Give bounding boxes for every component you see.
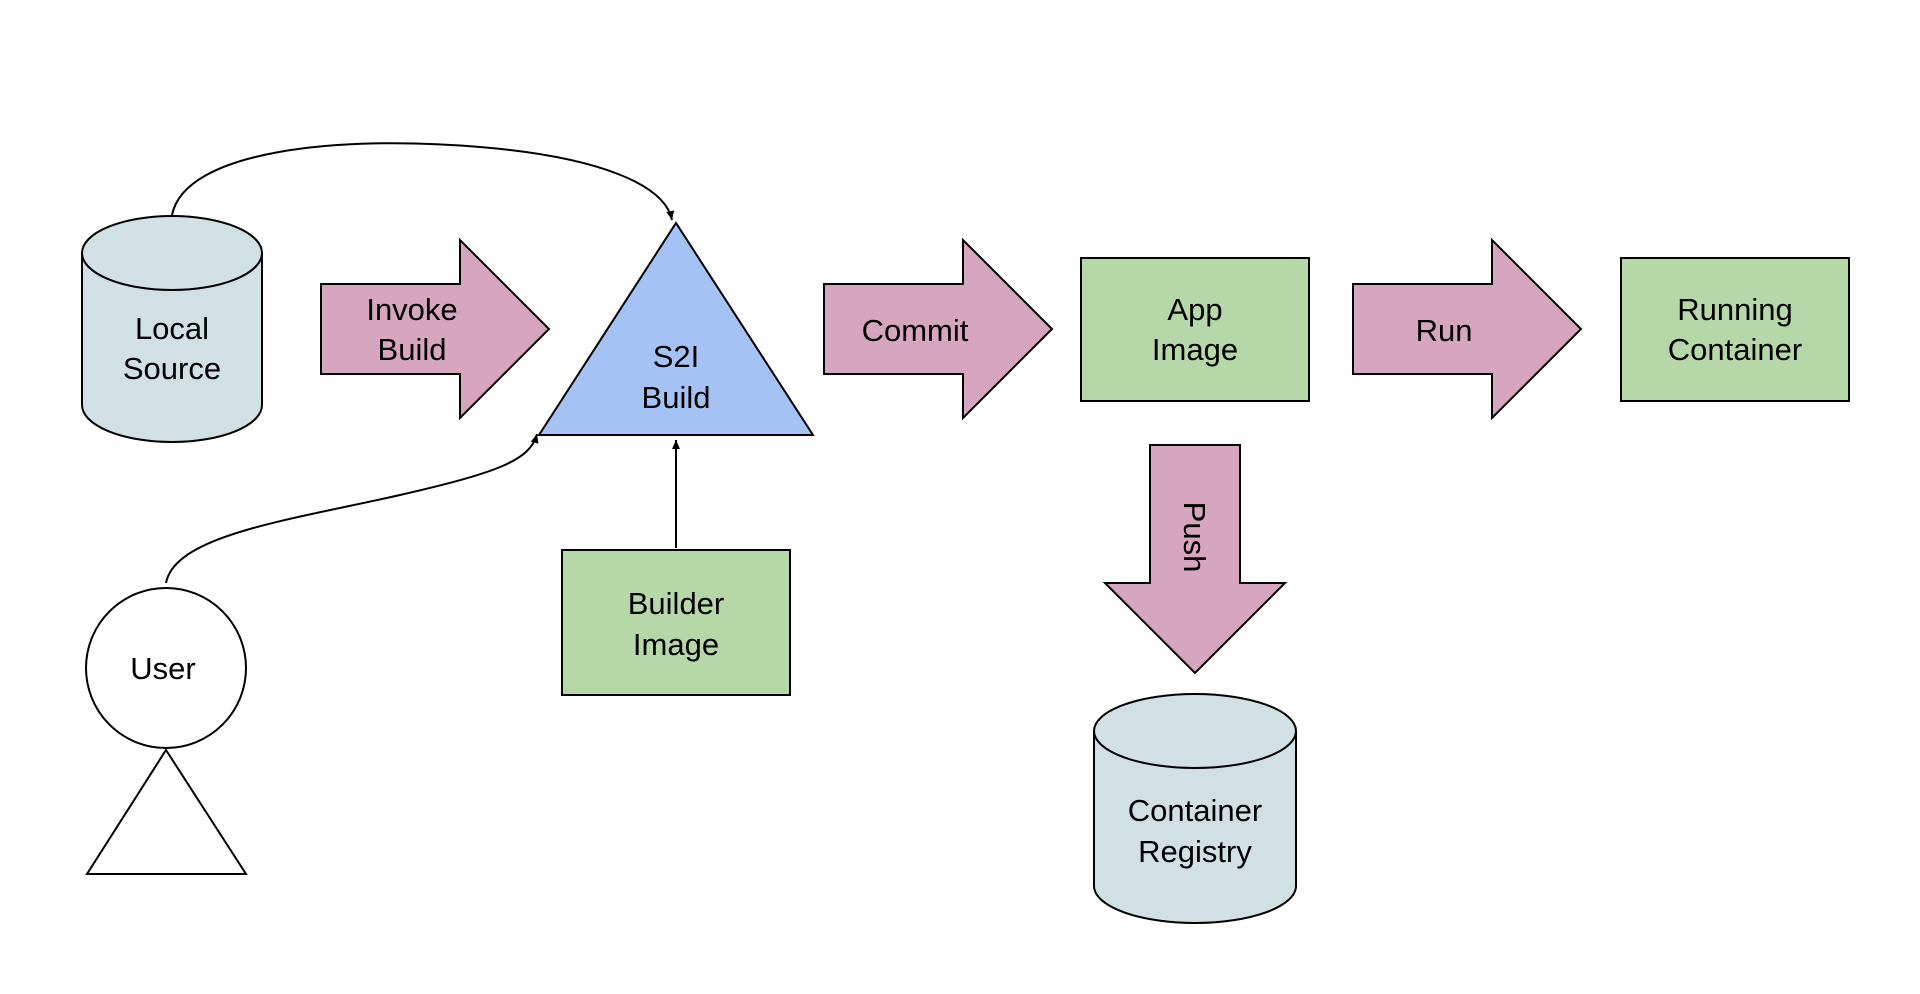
run-arrow: Run xyxy=(1352,237,1583,421)
user-label: User xyxy=(130,651,195,686)
container-registry-body xyxy=(1093,731,1297,924)
local-source-top xyxy=(81,215,263,291)
container-registry-label-line2: Registry xyxy=(1138,834,1252,869)
container-registry-label-line1: Container xyxy=(1128,793,1262,828)
commit-arrow-shape xyxy=(823,237,1054,421)
container-registry-cylinder: Container Registry xyxy=(1093,693,1297,924)
connector-user-to-s2i xyxy=(165,433,539,584)
push-label: Push xyxy=(1177,502,1212,573)
running-container-label-line2: Container xyxy=(1668,332,1802,367)
s2i-build-triangle: S2I Build xyxy=(537,221,815,436)
invoke-build-label-line1: Invoke xyxy=(366,292,457,327)
running-container-label-line1: Running xyxy=(1677,292,1792,327)
running-container-rect xyxy=(1620,257,1850,402)
app-image-box: App Image xyxy=(1080,257,1310,402)
user-body-triangle xyxy=(85,748,248,875)
builder-image-label-line1: Builder xyxy=(628,586,725,621)
app-image-label-line1: App xyxy=(1167,292,1222,327)
local-source-body xyxy=(81,253,263,443)
builder-image-rect xyxy=(561,549,791,696)
local-source-label-line2: Source xyxy=(123,351,221,386)
user-head-circle xyxy=(85,587,247,749)
user-actor: User xyxy=(85,587,248,875)
local-source-cylinder: Local Source xyxy=(81,215,263,443)
invoke-build-arrow: Invoke Build xyxy=(320,237,551,421)
app-image-rect xyxy=(1080,257,1310,402)
builder-image-box: Builder Image xyxy=(561,549,791,696)
builder-image-label-line2: Image xyxy=(633,627,719,662)
invoke-build-label-line2: Build xyxy=(378,332,447,367)
s2i-build-label-line1: S2I xyxy=(653,339,700,374)
invoke-build-arrow-shape xyxy=(320,237,551,421)
connector-local-source-to-s2i xyxy=(171,142,675,221)
s2i-build-shape xyxy=(537,221,815,436)
push-arrow: Push xyxy=(1102,444,1288,675)
commit-label: Commit xyxy=(862,313,969,348)
container-registry-top xyxy=(1093,693,1297,769)
commit-arrow: Commit xyxy=(823,237,1054,421)
s2i-build-label-line2: Build xyxy=(642,380,711,415)
run-label: Run xyxy=(1416,313,1473,348)
app-image-label-line2: Image xyxy=(1152,332,1238,367)
local-source-label-line1: Local xyxy=(135,311,209,346)
running-container-box: Running Container xyxy=(1620,257,1850,402)
run-arrow-shape xyxy=(1352,237,1583,421)
push-arrow-shape xyxy=(1102,444,1288,675)
